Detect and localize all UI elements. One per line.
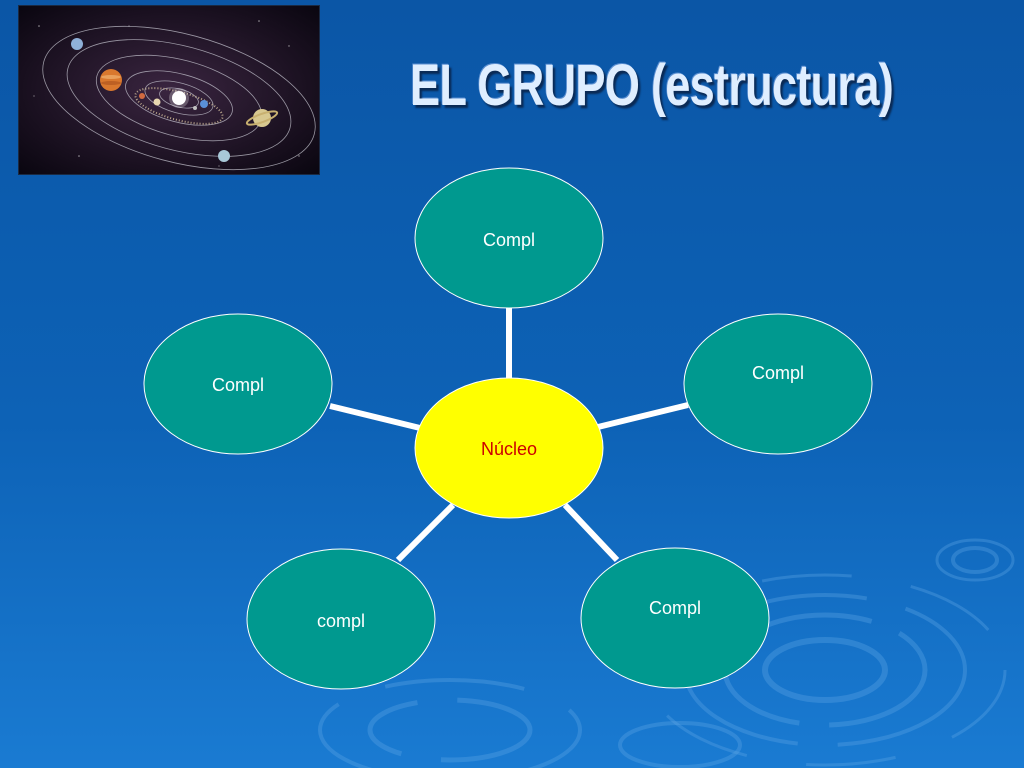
connector-bottom-right — [562, 502, 620, 563]
satellite-node-bottom-left: compl — [246, 548, 436, 690]
center-node: Núcleo — [414, 377, 604, 519]
satellite-node-top: Compl — [414, 167, 604, 309]
solar-system-image — [18, 5, 320, 175]
satellite-node-bottom-right: Compl — [580, 547, 770, 689]
slide-title: EL GRUPO (estructura) — [410, 53, 894, 118]
satellite-label: Compl — [649, 598, 701, 618]
satellite-label: compl — [317, 611, 365, 631]
connector-bottom-left — [395, 502, 456, 563]
satellite-label: Compl — [212, 375, 264, 395]
connector-left — [329, 403, 421, 431]
satellite-node-left: Compl — [143, 313, 333, 455]
center-label: Núcleo — [481, 439, 537, 459]
satellite-node-right: Compl — [683, 313, 873, 455]
connectors — [329, 307, 689, 563]
connector-right — [597, 402, 689, 430]
satellite-label: Compl — [752, 363, 804, 383]
satellite-label: Compl — [483, 230, 535, 250]
